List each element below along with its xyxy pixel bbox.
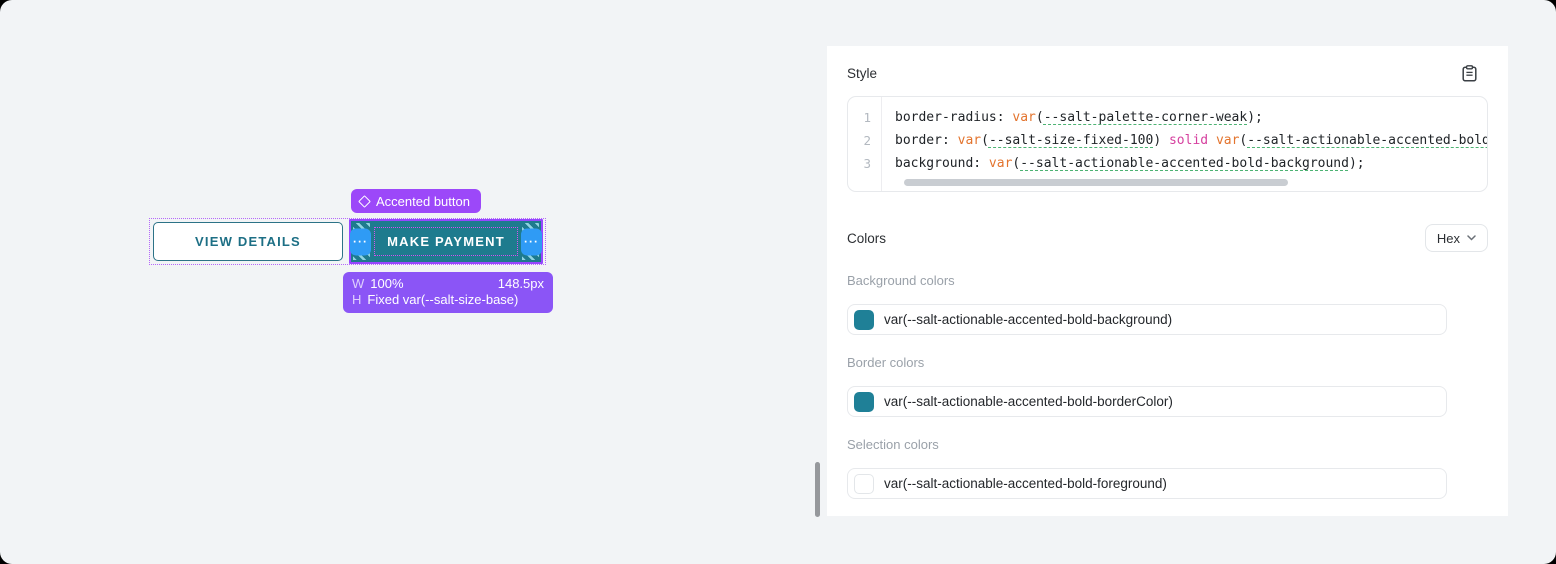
code-token-fn: var: [1215, 133, 1240, 148]
height-letter: H: [352, 292, 362, 307]
dimensions-box: W 100% 148.5px H Fixed var(--salt-size-bas…: [343, 272, 553, 313]
code-line: border: var(--salt-size-fixed-100) solid…: [895, 129, 1487, 152]
code-token-token: --salt-palette-corner-weak: [1043, 110, 1248, 125]
code-horizontal-scrollbar[interactable]: [904, 179, 1288, 186]
height-value: Fixed var(--salt-size-base): [367, 292, 519, 307]
color-groups: Background colors var(--salt-actionable-a…: [847, 273, 1488, 499]
make-payment-label: MAKE PAYMENT: [374, 227, 518, 256]
code-token-fn: var: [957, 133, 982, 148]
color-group-label: Selection colors: [847, 437, 939, 452]
color-variable-row[interactable]: var(--salt-actionable-accented-bold-back…: [847, 304, 1447, 335]
code-line-number: 1: [863, 110, 871, 125]
width-pixels: 148.5px: [497, 276, 544, 291]
code-token-kw: solid: [1168, 133, 1209, 148]
code-token-token: --salt-actionable-accented-bold-backgrou…: [1020, 156, 1349, 171]
colors-section-title: Colors: [847, 230, 887, 246]
chevron-down-icon: [1467, 235, 1476, 241]
color-variable-name: var(--salt-actionable-accented-bold-fore…: [884, 476, 1167, 491]
padding-drag-handle-right[interactable]: ···: [521, 228, 542, 255]
color-group-label: Background colors: [847, 273, 955, 288]
color-variable-name: var(--salt-actionable-accented-bold-bord…: [884, 394, 1173, 409]
panel-vertical-scrollbar[interactable]: [815, 462, 820, 517]
color-variable-name: var(--salt-actionable-accented-bold-back…: [884, 312, 1173, 327]
code-token-plain: border-radius:: [895, 110, 1013, 125]
width-value: 100%: [370, 276, 404, 291]
clipboard-icon: [1461, 64, 1477, 82]
code-token-fn: var: [988, 156, 1013, 171]
color-swatch: [854, 309, 874, 330]
code-line: border-radius: var(--salt-palette-corner…: [895, 106, 1487, 129]
color-swatch: [854, 473, 874, 494]
color-group-label: Border colors: [847, 355, 925, 370]
code-token-plain: [1208, 133, 1216, 148]
button-group-selection-outline: [149, 218, 546, 265]
view-details-button[interactable]: VIEW DETAILS: [153, 222, 343, 261]
color-format-value: Hex: [1436, 230, 1460, 246]
code-token-plain: border:: [895, 133, 958, 148]
width-letter: W: [352, 276, 365, 291]
code-token-plain: (: [981, 133, 989, 148]
code-content: border-radius: var(--salt-palette-corner…: [882, 97, 1487, 191]
component-tooltip-label: Accented button: [376, 193, 470, 209]
code-line-number: 3: [863, 156, 871, 171]
copy-code-button[interactable]: [1460, 64, 1478, 82]
color-format-dropdown[interactable]: Hex: [1424, 224, 1488, 252]
code-token-plain: (: [1239, 133, 1248, 148]
code-token-plain: background:: [895, 156, 989, 171]
component-tooltip: Accented button: [351, 189, 481, 213]
code-token-token: --salt-actionable-accented-bold-borderCo…: [1247, 133, 1487, 148]
make-payment-button[interactable]: MAKE PAYMENT ··· ···: [349, 219, 543, 264]
code-line-number: 2: [863, 133, 871, 148]
component-diamond-icon: [358, 194, 371, 208]
code-token-plain: (: [1012, 156, 1021, 171]
code-token-plain: );: [1348, 156, 1365, 171]
padding-drag-handle-left[interactable]: ···: [350, 228, 371, 255]
color-swatch: [854, 391, 874, 412]
color-variable-row[interactable]: var(--salt-actionable-accented-bold-fore…: [847, 468, 1447, 499]
code-line-numbers: 1 2 3: [848, 97, 882, 191]
code-token-token: --salt-size-fixed-100: [988, 133, 1154, 148]
code-line: background: var(--salt-actionable-accent…: [895, 152, 1487, 175]
color-variable-row[interactable]: var(--salt-actionable-accented-bold-bord…: [847, 386, 1447, 417]
style-section-title: Style: [847, 65, 878, 81]
code-token-plain: ): [1153, 133, 1169, 148]
code-token-plain: );: [1247, 110, 1263, 125]
code-token-fn: var: [1012, 110, 1036, 125]
code-token-plain: (: [1035, 110, 1044, 125]
